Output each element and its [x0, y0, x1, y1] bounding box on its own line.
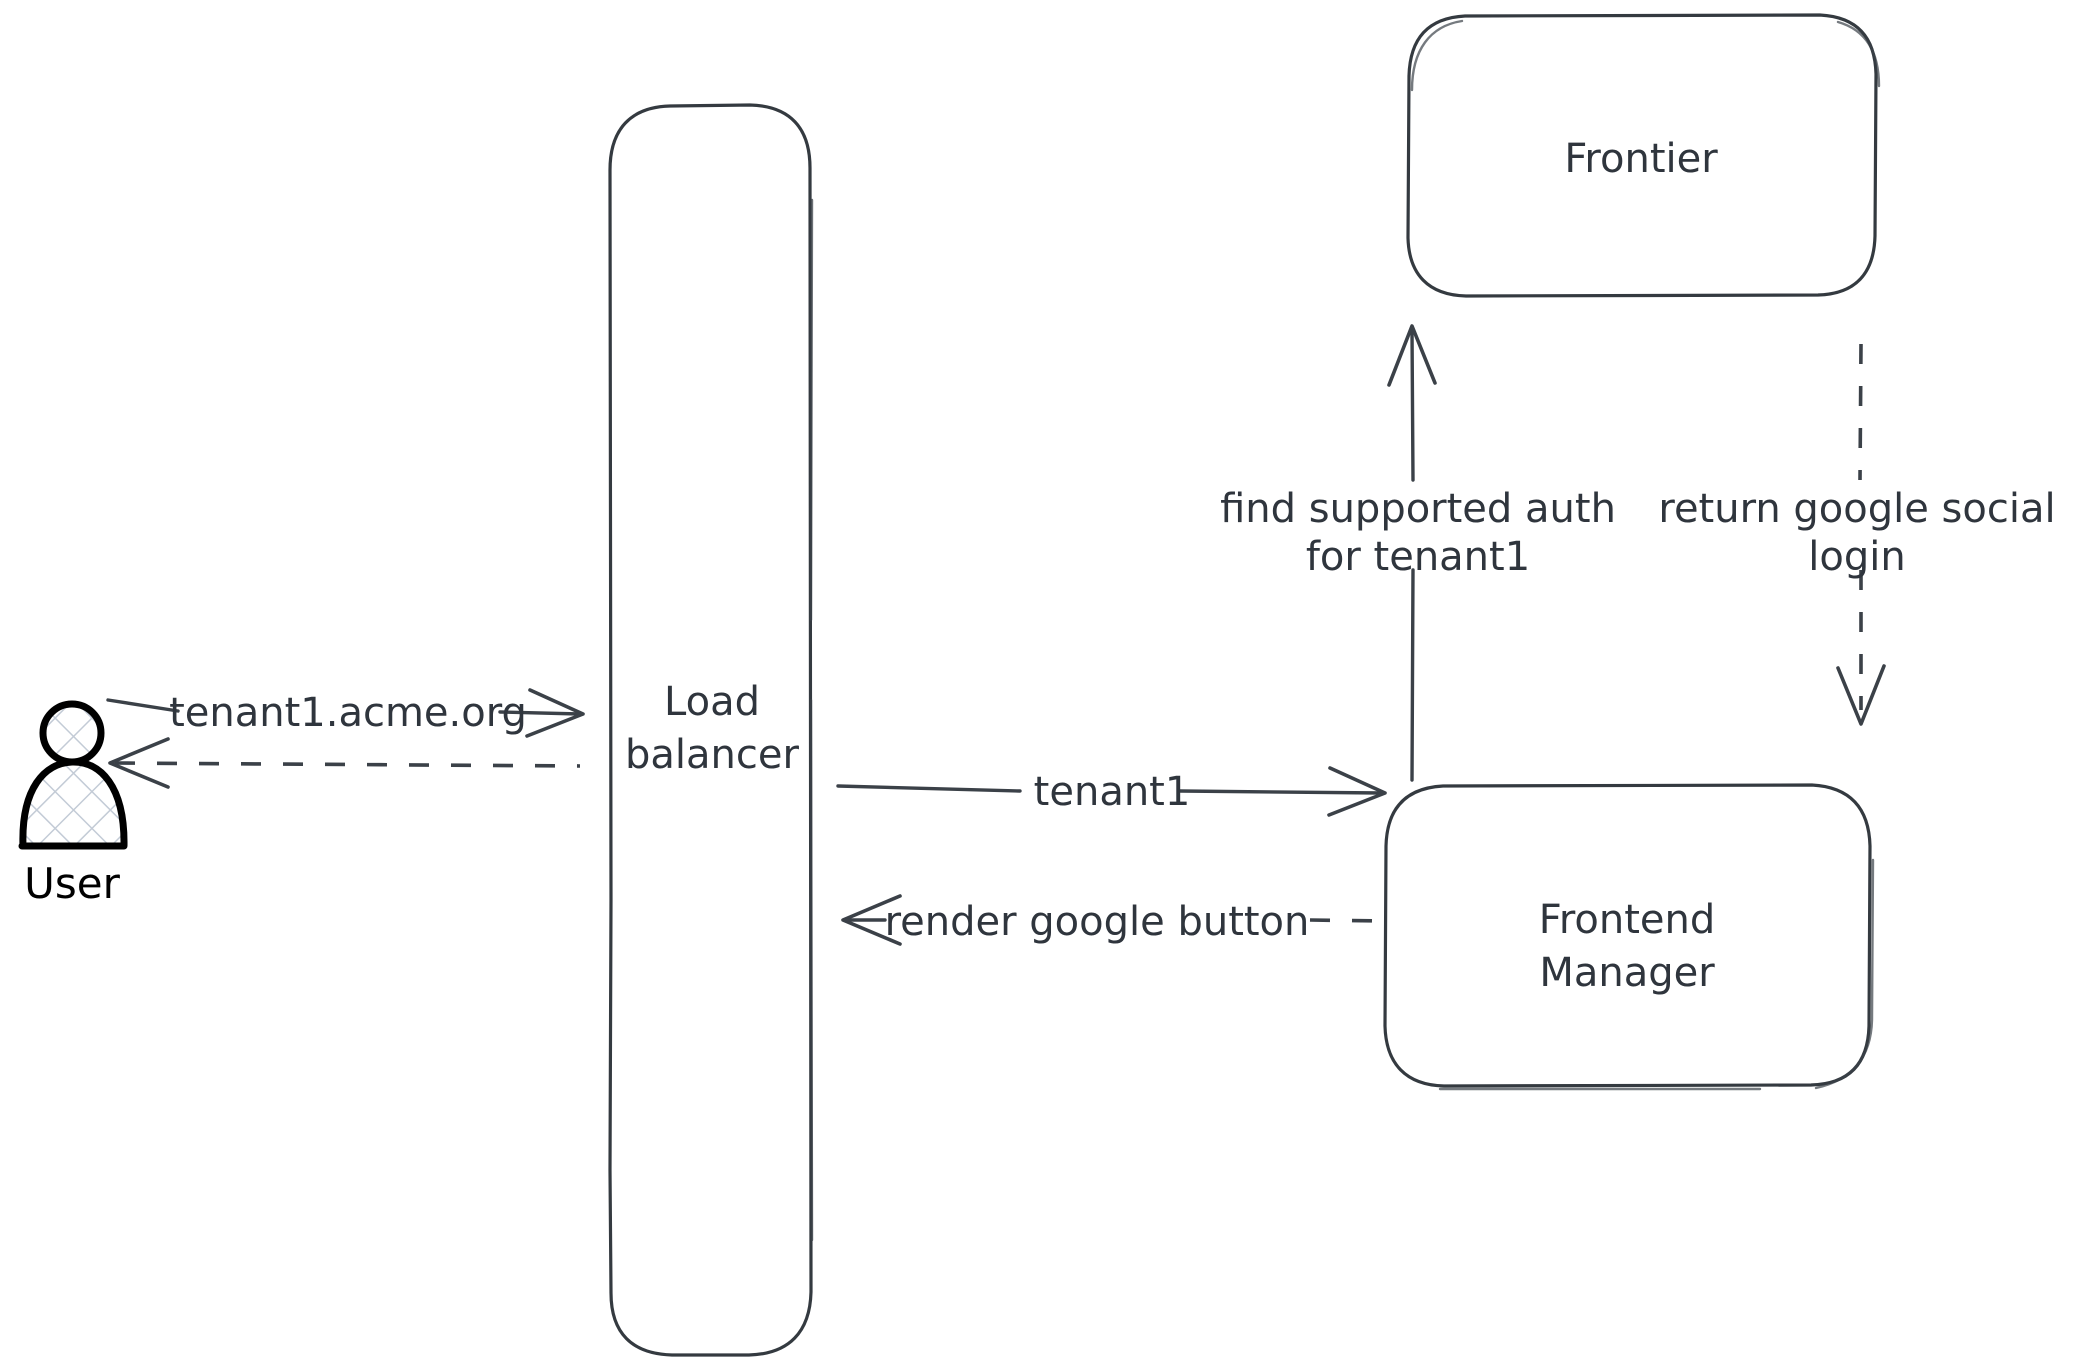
- edge-lb-to-fm[interactable]: [836, 766, 1387, 817]
- node-frontend-manager[interactable]: [1383, 783, 1875, 1091]
- edge-fm-to-frontier-label-line1: find supported auth: [1220, 486, 1616, 532]
- edge-lb-to-fm-arrowhead: [1327, 766, 1387, 817]
- edge-lb-to-user[interactable]: [108, 737, 581, 789]
- edge-frontier-to-fm-label-line1: return google social: [1658, 486, 2055, 532]
- edge-lb-to-fm-line-right: [1178, 789, 1384, 795]
- edge-user-to-lb[interactable]: [106, 688, 585, 738]
- edge-fm-to-lb-label: render google button: [885, 899, 1310, 945]
- edge-frontier-to-fm-label-line2: login: [1808, 534, 1905, 580]
- node-frontier[interactable]: [1406, 13, 1881, 298]
- node-load-balancer[interactable]: [608, 103, 814, 1357]
- edge-fm-to-frontier-arrowhead: [1387, 324, 1437, 387]
- edge-fm-to-lb[interactable]: [841, 894, 1383, 946]
- frontend-manager-shape: [1383, 783, 1872, 1088]
- edge-fm-to-frontier-label-line2: for tenant1: [1306, 534, 1530, 580]
- actor-user[interactable]: [18, 700, 128, 850]
- user-body-fill: [22, 762, 124, 845]
- edge-lb-to-fm-line-left: [836, 784, 1022, 793]
- edge-lb-to-fm-label: tenant1: [1034, 769, 1191, 815]
- frontend-manager-sketch-accent: [1438, 858, 1875, 1091]
- load-balancer-shape: [608, 103, 813, 1357]
- load-balancer-sketch-accent: [809, 198, 814, 1242]
- frontend-manager-label-line2: Manager: [1539, 950, 1715, 996]
- edge-user-to-lb-line-left: [106, 698, 180, 713]
- edge-user-to-lb-arrowhead: [525, 688, 585, 738]
- user-head-fill: [43, 704, 101, 762]
- edge-fm-to-lb-line: [1309, 918, 1383, 923]
- edge-fm-to-frontier-line-lower: [1410, 568, 1415, 782]
- edge-frontier-to-fm-arrowhead: [1836, 664, 1886, 726]
- load-balancer-label-line1: Load: [664, 679, 760, 725]
- edge-fm-to-lb-arrowhead: [841, 894, 902, 946]
- edge-fm-to-frontier-line-upper: [1410, 328, 1415, 482]
- load-balancer-label-line2: balancer: [625, 732, 799, 778]
- edge-fm-to-frontier[interactable]: [1387, 324, 1437, 782]
- edge-lb-to-user-arrowhead: [108, 737, 170, 789]
- user-head-outline: [39, 700, 105, 766]
- edge-frontier-to-fm[interactable]: [1836, 343, 1886, 726]
- edge-user-to-lb-line-right: [498, 710, 582, 716]
- edge-lb-to-user-line: [114, 761, 581, 768]
- edge-frontier-to-fm-line-upper: [1858, 343, 1863, 481]
- frontier-label-line1: Frontier: [1564, 136, 1718, 182]
- edge-user-to-lb-label: tenant1.acme.org: [169, 690, 527, 736]
- actor-user-label: User: [24, 859, 120, 908]
- frontier-sketch-accent: [1410, 19, 1881, 92]
- frontend-manager-label-line1: Frontend: [1539, 897, 1716, 943]
